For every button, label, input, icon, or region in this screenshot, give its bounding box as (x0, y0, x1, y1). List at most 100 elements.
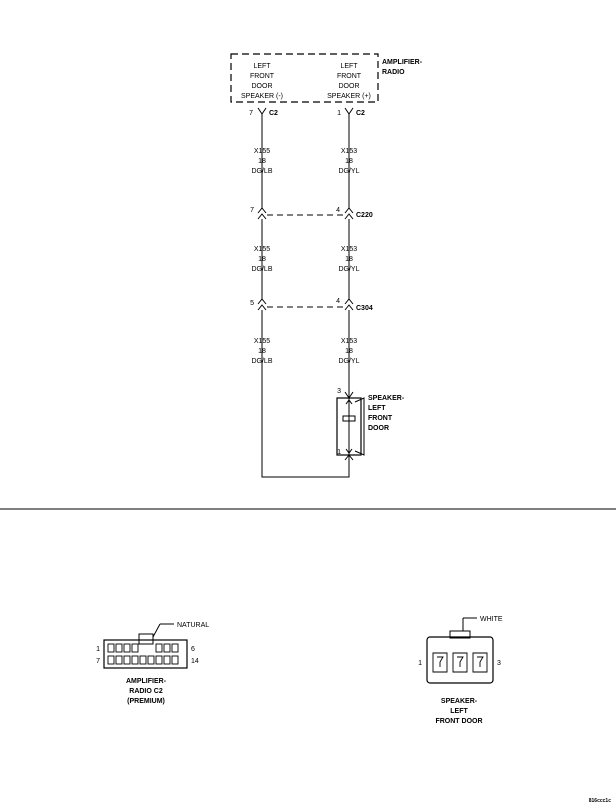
amplifier-title-line1: AMPLIFIER- (382, 59, 423, 66)
c2-right-connector-label: C2 (356, 110, 365, 117)
speaker-bottom-pin-number: 1 (337, 449, 341, 456)
c220-connector (257, 207, 354, 220)
cavity (107, 643, 115, 653)
left-circuit-color: DG/LB (251, 266, 272, 273)
cavity (432, 652, 448, 673)
left-speaker-label-3: DOOR (252, 83, 273, 90)
left-circuit-gauge: 18 (258, 348, 266, 355)
wires (261, 114, 350, 478)
speaker-label-4: DOOR (368, 425, 389, 432)
right-circuit-gauge: 18 (345, 348, 353, 355)
circuit-labels-seg3: X155 18 DG/LB X153 18 DG/YL (251, 338, 359, 365)
right-circuit-color: DG/YL (338, 168, 359, 175)
right-circuit-gauge: 18 (345, 256, 353, 263)
c220-left-symbol (257, 207, 267, 220)
cavity (155, 655, 163, 665)
cavity (155, 643, 163, 653)
spk-caption-2: LEFT (450, 708, 468, 715)
amp-pin-7: 7 (96, 658, 100, 665)
c2-right-pin-number: 1 (337, 110, 341, 117)
c304-right-pin: 4 (336, 298, 340, 305)
cavity (131, 655, 139, 665)
right-speaker-label-1: LEFT (340, 63, 358, 70)
speaker-arrow-down (345, 448, 353, 454)
left-circuit-color: DG/LB (251, 168, 272, 175)
right-circuit-id: X153 (341, 246, 357, 253)
cavity (139, 655, 147, 665)
c304-connector (257, 298, 354, 311)
right-circuit-color: DG/YL (338, 266, 359, 273)
left-circuit-gauge: 18 (258, 256, 266, 263)
cavity (115, 643, 123, 653)
speaker-arrow-up (345, 399, 353, 405)
left-circuit-color: DG/LB (251, 358, 272, 365)
right-circuit-id: X153 (341, 148, 357, 155)
spk-pin-3: 3 (497, 660, 501, 667)
circuit-labels-seg2: X155 18 DG/LB X153 18 DG/YL (251, 246, 359, 273)
cavity (115, 655, 123, 665)
right-circuit-gauge: 18 (345, 158, 353, 165)
c304-label: C304 (356, 305, 373, 312)
cavity (107, 655, 115, 665)
circuit-labels-seg1: X155 18 DG/LB X153 18 DG/YL (251, 148, 359, 175)
speaker-label-2: LEFT (368, 405, 386, 412)
c2-left-pin-number: 7 (249, 110, 253, 117)
speaker-voice-coil (342, 415, 356, 422)
spk-connector-cavities (432, 652, 488, 673)
amp-connector-body (103, 639, 188, 669)
amp-connector-cavities (107, 643, 179, 665)
left-circuit-id: X155 (254, 148, 270, 155)
amp-pin-14: 14 (191, 658, 199, 665)
c2-right-pin-symbol (344, 107, 354, 115)
speaker-label-1: SPEAKER- (368, 395, 405, 402)
c2-left-pin-symbol (257, 107, 267, 115)
left-circuit-gauge: 18 (258, 158, 266, 165)
left-speaker-label-2: FRONT (250, 73, 275, 80)
natural-label: NATURAL (177, 622, 209, 629)
c304-left-pin: 5 (250, 300, 254, 307)
natural-leader (152, 623, 161, 638)
spk-pin-1: 1 (418, 660, 422, 667)
left-circuit-id: X155 (254, 338, 270, 345)
cavity (163, 655, 171, 665)
amp-caption-3: (PREMIUM) (127, 698, 165, 705)
left-circuit-id: X155 (254, 246, 270, 253)
cavity (123, 643, 131, 653)
c304-right-symbol (344, 298, 354, 311)
speaker-cone (354, 397, 365, 456)
right-circuit-color: DG/YL (338, 358, 359, 365)
right-speaker-label-2: FRONT (337, 73, 362, 80)
amp-caption-1: AMPLIFIER- (126, 678, 167, 685)
left-speaker-label-4: SPEAKER (-) (241, 93, 283, 100)
amp-pin-6: 6 (191, 646, 195, 653)
c220-left-pin: 7 (250, 207, 254, 214)
left-wire (261, 114, 350, 478)
cavity (472, 652, 488, 673)
c2-left-connector-label: C2 (269, 110, 278, 117)
c220-label: C220 (356, 212, 373, 219)
cavity (171, 643, 179, 653)
c220-right-symbol (344, 207, 354, 220)
spk-connector-latch (449, 630, 471, 639)
speaker-symbol (336, 391, 365, 461)
amplifier-title-line2: RADIO (382, 69, 405, 76)
cavity (163, 643, 171, 653)
spk-caption-1: SPEAKER- (441, 698, 478, 705)
speaker-top-pin-number: 3 (337, 388, 341, 395)
left-speaker-label-1: LEFT (253, 63, 271, 70)
right-circuit-id: X153 (341, 338, 357, 345)
amp-connector-view (103, 623, 188, 669)
cavity (171, 655, 179, 665)
spk-caption-3: FRONT DOOR (435, 718, 482, 725)
right-speaker-label-3: DOOR (339, 83, 360, 90)
white-label: WHITE (480, 616, 503, 623)
cavity (147, 655, 155, 665)
amp-pin-1: 1 (96, 646, 100, 653)
amp-connector-latch (138, 633, 154, 645)
spk-connector-body (426, 636, 494, 684)
cavity (123, 655, 131, 665)
cavity (452, 652, 468, 673)
amp-caption-2: RADIO C2 (129, 688, 163, 695)
right-speaker-label-4: SPEAKER (+) (327, 93, 371, 100)
